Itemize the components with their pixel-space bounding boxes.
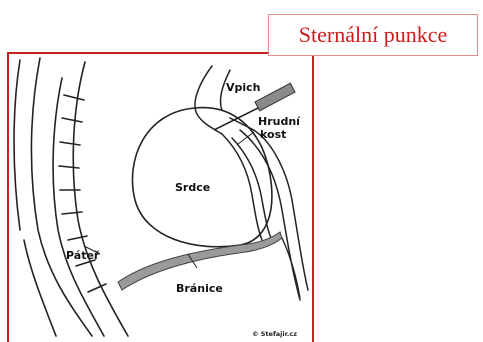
vertebra-line bbox=[59, 166, 79, 168]
spine-front-contour bbox=[53, 78, 104, 336]
needle-syringe bbox=[255, 83, 295, 111]
sternum-label-line2: kost bbox=[260, 129, 286, 141]
copyright-text: © Stefajir.cz bbox=[252, 330, 297, 338]
vertebra-line bbox=[64, 95, 84, 100]
vertebra-line bbox=[62, 118, 82, 122]
spine-drawing bbox=[14, 58, 128, 336]
title-box: Sternální punkce bbox=[268, 14, 478, 56]
slide-title: Sternální punkce bbox=[299, 22, 447, 48]
vertebra-line bbox=[60, 142, 80, 145]
vertebra-line bbox=[62, 212, 82, 214]
neck-anterior-contour bbox=[195, 66, 222, 134]
heart-label: Srdce bbox=[175, 182, 210, 194]
spine-label: Páteř bbox=[66, 250, 99, 262]
needle-label: Vpich bbox=[226, 82, 261, 94]
vertebra-line bbox=[68, 236, 87, 240]
sternum-drawing bbox=[195, 66, 308, 300]
sternum-label-line1: Hrudní bbox=[258, 116, 300, 128]
diaphragm-label: Bránice bbox=[176, 283, 223, 295]
spinous-process bbox=[14, 60, 20, 230]
spinous-process bbox=[24, 240, 56, 336]
chest-skin-contour bbox=[230, 118, 308, 290]
needle-shaft bbox=[214, 108, 258, 130]
